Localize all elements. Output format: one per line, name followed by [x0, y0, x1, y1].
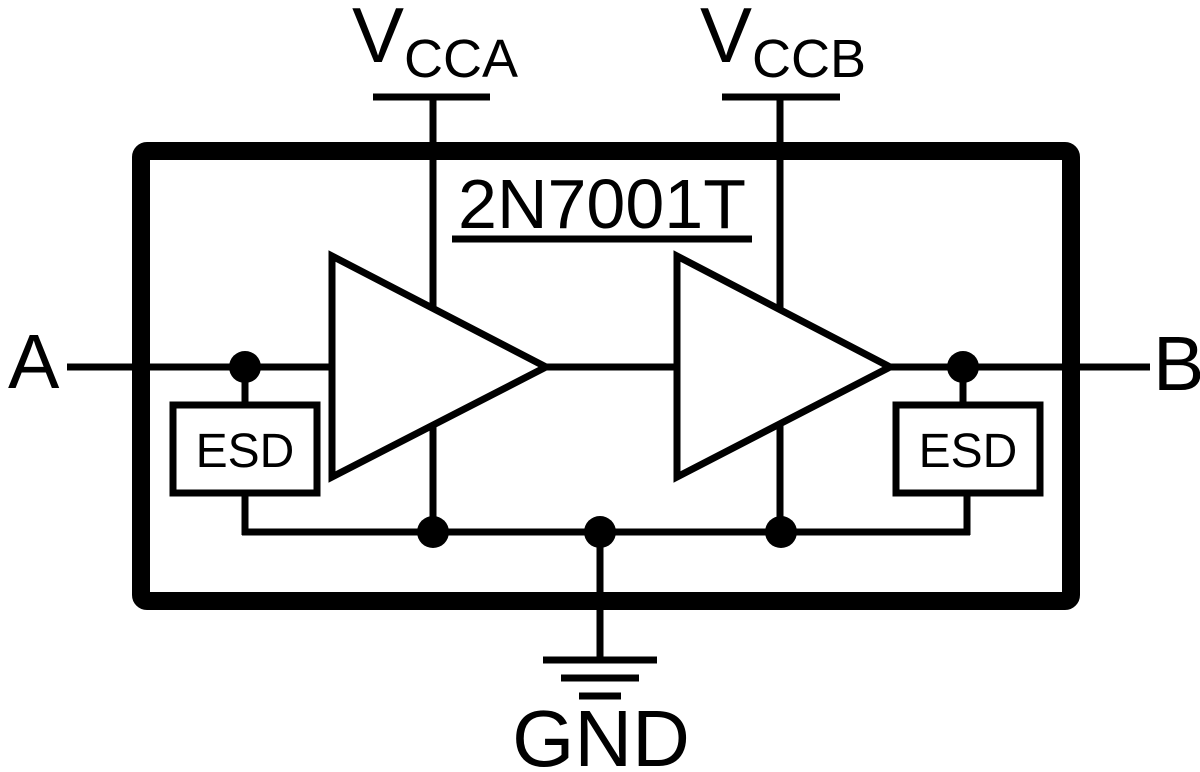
- vcca-label: VCCA: [352, 0, 518, 89]
- chip-outline: [132, 142, 1080, 610]
- port-a-label: A: [8, 319, 60, 405]
- junction-dot-b: [947, 351, 979, 383]
- chip-title: 2N7001T: [458, 165, 746, 243]
- port-b-label: B: [1153, 321, 1200, 407]
- buffer-triangle-1-icon: [328, 250, 554, 483]
- junction-dot-a: [229, 351, 261, 383]
- vccb-label-main: V: [700, 0, 752, 79]
- junction-dot-vcca: [417, 516, 449, 548]
- vcca-label-main: V: [352, 0, 404, 79]
- ground-symbol-icon: [543, 656, 657, 700]
- junction-dot-gnd: [584, 516, 616, 548]
- gnd-label: GND: [512, 694, 690, 772]
- junction-dot-vccb: [765, 516, 797, 548]
- vcca-label-subscript: CCA: [404, 29, 518, 89]
- esd-left-box: [169, 401, 321, 497]
- vccb-label: VCCB: [700, 0, 866, 89]
- esd-right-box: [892, 401, 1044, 497]
- vccb-label-subscript: CCB: [752, 29, 866, 89]
- esd-right-label: ESD: [919, 425, 1018, 478]
- esd-left-label: ESD: [196, 425, 295, 478]
- buffer-triangle-2-icon: [673, 250, 898, 483]
